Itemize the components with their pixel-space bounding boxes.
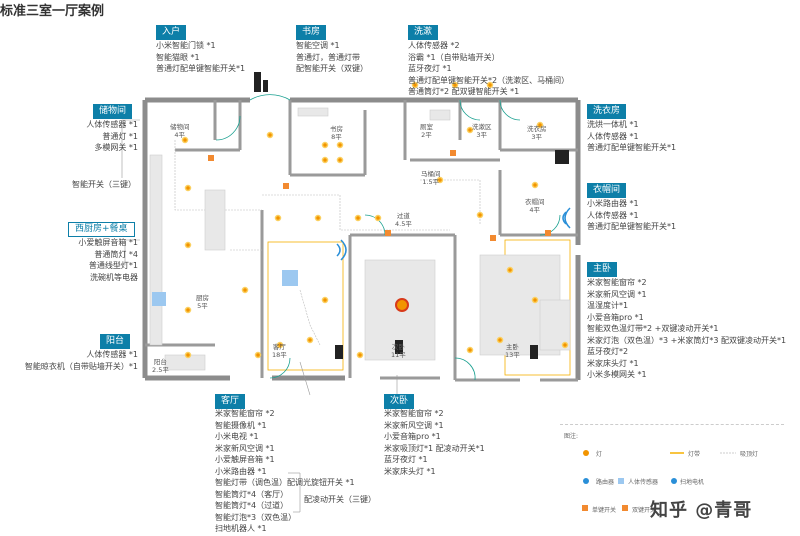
note-living-switch: 配凌动开关（三键） — [304, 495, 376, 504]
lamp-icon — [476, 211, 484, 219]
lamp-icon — [336, 141, 344, 149]
led-strip-living — [267, 241, 344, 371]
label-smart-switch-3: 智能开关（三键） — [72, 180, 136, 189]
lamp-icon — [266, 131, 274, 139]
legend-title: 图注: — [564, 433, 579, 440]
lamp-icon — [411, 81, 419, 89]
lamp-icon — [321, 141, 329, 149]
legend-switch2: 双键开关 — [632, 507, 657, 514]
lamp-icon — [321, 156, 329, 164]
lamp-icon — [314, 214, 322, 222]
lamp-icon — [321, 296, 329, 304]
lamp-icon — [531, 181, 539, 189]
ceiling-light-icon — [395, 298, 409, 312]
inner-walls — [145, 100, 578, 382]
lamp-icon — [354, 214, 362, 222]
header-living: 客厅 — [215, 394, 246, 409]
lamp-icon — [254, 351, 262, 359]
legend-robot: 扫地电机 — [680, 479, 705, 486]
lamp-icon — [451, 81, 459, 89]
lamp-icon — [276, 341, 284, 349]
header-study: 书房 — [296, 25, 327, 40]
header-wash: 洗漱 — [408, 25, 439, 40]
lamp-icon — [506, 266, 514, 274]
lamp-icon — [374, 214, 382, 222]
legend-sensor: 人体传感器 — [628, 479, 659, 486]
lamp-icon — [181, 136, 189, 144]
lamp-icon — [536, 121, 544, 129]
header-closet: 衣帽间 — [587, 183, 627, 198]
lamp-icon — [466, 126, 474, 134]
lamp-icon — [274, 214, 282, 222]
lamp-icon — [496, 336, 504, 344]
lamp-icon — [466, 346, 474, 354]
header-second: 次卧 — [384, 394, 415, 409]
lamp-icon — [436, 176, 444, 184]
lamp-icon — [531, 296, 539, 304]
lamp-icon — [184, 184, 192, 192]
legend-switch1: 单键开关 — [592, 507, 617, 514]
legend-ceiling: 吸顶灯 — [740, 451, 759, 458]
lamp-icon — [241, 286, 249, 294]
lamp-icon — [561, 341, 569, 349]
header-balcony: 阳台 — [100, 334, 131, 349]
header-west-kitchen: 西厨房+餐桌 — [68, 222, 135, 237]
lamp-icon — [306, 336, 314, 344]
legend-strip: 灯带 — [688, 451, 701, 458]
header-laundry: 洗衣房 — [587, 104, 627, 119]
lamp-icon — [336, 156, 344, 164]
lamp-icon — [356, 351, 364, 359]
page-title: 标准三室一厅案例 — [0, 4, 105, 19]
lamp-icon — [184, 306, 192, 314]
header-storage: 储物间 — [93, 104, 133, 119]
legend-router: 路由器 — [596, 479, 615, 486]
switches — [208, 150, 551, 241]
header-master: 主卧 — [587, 262, 618, 277]
watermark: 知乎 @青哥 — [650, 500, 753, 521]
lamp-icon — [184, 241, 192, 249]
legend: 图注: 灯 灯带 吸顶灯 路由器 人体传感器 扫地电机 单键开关 双键开关 — [560, 424, 784, 525]
lamp-icon — [486, 81, 494, 89]
header-entry: 入户 — [156, 25, 187, 40]
lamp-icon — [184, 351, 192, 359]
outer-walls — [142, 97, 581, 381]
legend-light: 灯 — [596, 451, 603, 458]
